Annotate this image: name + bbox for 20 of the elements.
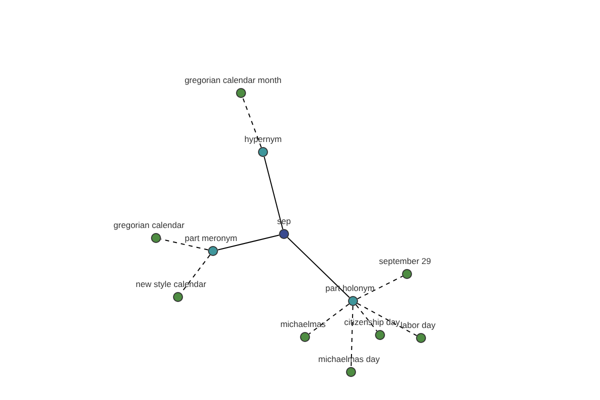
connector-line <box>264 156 284 230</box>
node-label: gregorian calendar month <box>184 76 282 84</box>
dashed-line <box>350 306 354 368</box>
node-label: hypernym <box>244 134 282 143</box>
node-label: michaelmas day <box>318 354 380 363</box>
connector-line <box>287 236 350 298</box>
dashed-line <box>356 276 404 300</box>
node-label: labor day <box>400 320 436 329</box>
dashed-line <box>356 302 418 336</box>
node-label: gregorian calendar <box>114 220 184 229</box>
connector-line <box>217 234 280 250</box>
node-label: citizenship day <box>344 318 400 326</box>
node-label: new style calendar <box>136 280 206 288</box>
node-label: part meronym <box>184 234 238 242</box>
node-label: september 29 <box>379 256 431 265</box>
node-label: part holonym <box>325 284 375 292</box>
dashed-line <box>308 304 350 334</box>
dashed-line <box>242 97 262 148</box>
node-label: michaelmas <box>280 320 326 328</box>
dashed-line <box>356 304 378 332</box>
